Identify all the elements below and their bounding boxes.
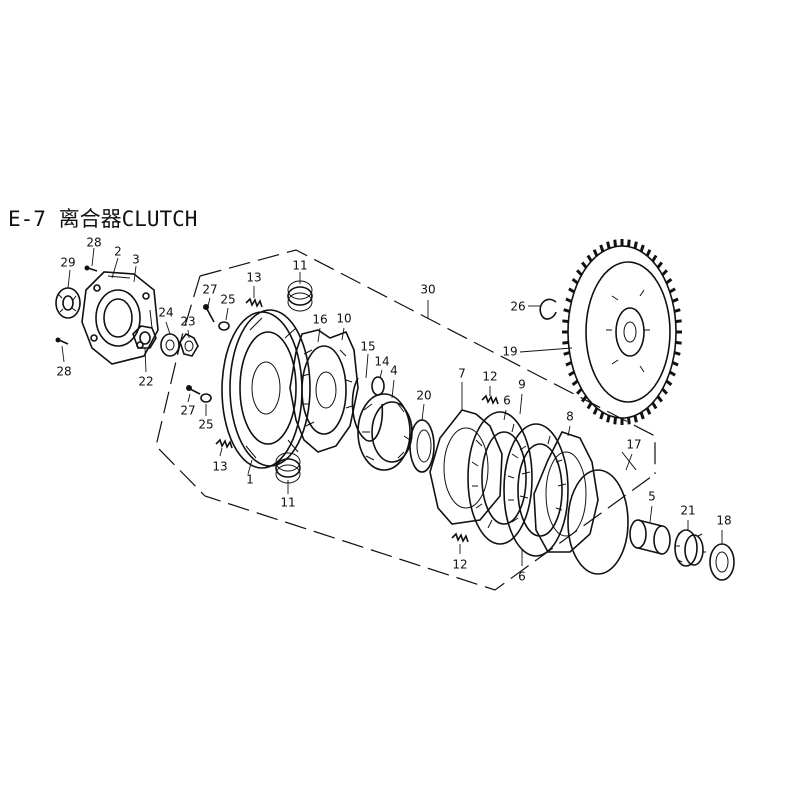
label-10: 10 — [336, 312, 351, 326]
part-23-lock-plate — [179, 332, 199, 357]
label-25-bottom: 25 — [198, 418, 213, 432]
label-2: 2 — [114, 245, 122, 259]
part-7-steel-plate — [429, 409, 503, 525]
label-13-bottom: 13 — [212, 460, 227, 474]
label-28-bottom: 28 — [56, 365, 71, 379]
part-19-driven-gear — [562, 239, 682, 425]
label-5: 5 — [648, 490, 656, 504]
part-labels: 29 28 2 3 28 22 24 23 27 25 13 11 16 10 … — [56, 236, 731, 584]
part-11-spring-top — [287, 280, 313, 312]
part-4-pressure-plate — [357, 393, 413, 471]
label-11-bottom: 11 — [280, 496, 295, 510]
part-18-washer — [709, 543, 735, 581]
label-28-top: 28 — [86, 236, 101, 250]
label-29: 29 — [60, 256, 75, 270]
part-13-spring-top — [245, 297, 263, 308]
part-14-washer — [371, 376, 385, 396]
label-19: 19 — [502, 345, 517, 359]
label-15: 15 — [360, 340, 375, 354]
part-29-bearing — [55, 287, 81, 319]
part-12-spring-top — [481, 394, 499, 405]
label-23: 23 — [180, 315, 195, 329]
assembly-boundary — [155, 249, 656, 591]
label-9: 9 — [518, 378, 526, 392]
label-6-bottom: 6 — [518, 570, 526, 584]
label-4: 4 — [390, 364, 398, 378]
label-16: 16 — [312, 313, 327, 327]
part-9-friction-plate — [467, 411, 533, 545]
part-24-washer — [160, 333, 180, 357]
label-24: 24 — [158, 306, 173, 320]
label-25-top: 25 — [220, 293, 235, 307]
part-25-washer-top — [218, 321, 230, 331]
label-30: 30 — [420, 283, 435, 297]
part-20-thrust-washer — [409, 419, 435, 473]
label-20: 20 — [416, 389, 431, 403]
label-26: 26 — [510, 300, 525, 314]
part-12-spring-bottom — [451, 532, 469, 543]
label-12-top: 12 — [482, 370, 497, 384]
label-12-bottom: 12 — [452, 558, 467, 572]
label-1: 1 — [246, 473, 254, 487]
part-26-circlip — [539, 298, 557, 320]
part-13-spring-bottom — [215, 438, 233, 449]
label-17: 17 — [626, 438, 641, 452]
part-25-washer-bottom — [200, 393, 212, 403]
label-8: 8 — [566, 410, 574, 424]
label-22: 22 — [138, 375, 153, 389]
part-16-10-center-plate — [289, 329, 359, 453]
label-18: 18 — [716, 514, 731, 528]
part-28-pin-top — [84, 265, 98, 272]
label-14: 14 — [374, 355, 389, 369]
leader-lines — [61, 247, 723, 566]
part-27-bolt-top — [203, 304, 215, 323]
part-5-sleeve — [629, 519, 671, 555]
part-22-nut — [132, 325, 157, 349]
label-6-top: 6 — [503, 394, 511, 408]
label-27-bottom: 27 — [180, 404, 195, 418]
part-2-3-plate — [81, 271, 159, 365]
part-28-pin-bottom — [55, 337, 69, 345]
label-27-top: 27 — [202, 283, 217, 297]
label-11-top: 11 — [292, 259, 307, 273]
part-27-bolt-bottom — [186, 385, 201, 395]
part-21-gear — [674, 529, 706, 567]
part-17-wire-ring — [567, 451, 637, 575]
part-15-circlip — [351, 377, 384, 442]
label-13-top: 13 — [246, 271, 261, 285]
diagram-title: E-7 离合器CLUTCH — [8, 207, 197, 231]
label-7: 7 — [458, 367, 466, 381]
label-3: 3 — [132, 253, 140, 267]
part-8-steel-plate — [533, 431, 599, 553]
part-1-clutch-drum — [221, 309, 311, 469]
label-21: 21 — [680, 504, 695, 518]
